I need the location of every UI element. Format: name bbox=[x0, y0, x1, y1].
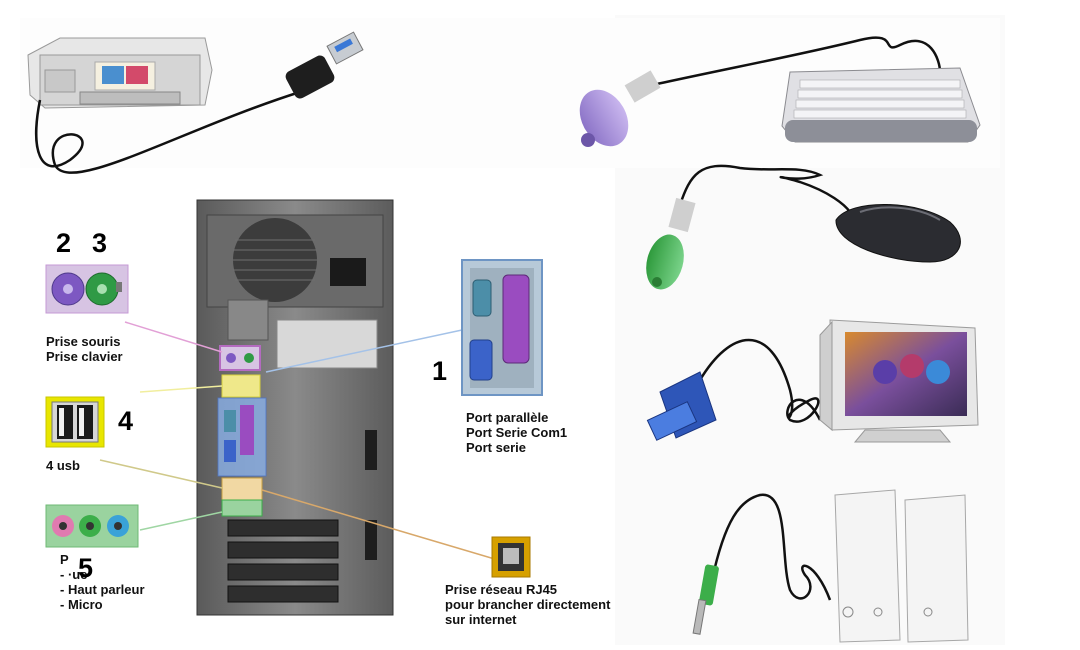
tower-audio-highlight bbox=[221, 499, 263, 517]
rj45-label: Prise réseau RJ45 pour brancher directem… bbox=[445, 582, 610, 627]
printer-cable bbox=[35, 90, 301, 174]
speaker-cable bbox=[710, 493, 832, 601]
audio-number: 5 bbox=[78, 553, 94, 583]
audio-ports-panel bbox=[45, 504, 139, 548]
usb-cable-icon bbox=[285, 31, 364, 99]
rj45-line-2: pour brancher directement bbox=[445, 597, 611, 612]
speakers-icon bbox=[834, 489, 969, 643]
usb-label: 4 usb bbox=[46, 458, 80, 473]
rj45-line-1: Prise réseau RJ45 bbox=[445, 582, 558, 597]
audio-ports-label: P - ·ue - Haut parleur - Micro bbox=[60, 552, 145, 612]
monitor-icon bbox=[819, 319, 979, 443]
mouse-cable bbox=[678, 164, 852, 213]
mouse-port-number: 2 bbox=[56, 228, 72, 258]
tower-ps2-highlight bbox=[219, 345, 261, 371]
callout-leader-lines bbox=[99, 321, 499, 561]
mouse-port-label: Prise souris bbox=[46, 334, 121, 349]
audio-line-2: - ·ue bbox=[60, 567, 88, 582]
audio-line-1: P bbox=[60, 552, 69, 567]
vga-plug-icon bbox=[646, 371, 717, 441]
keyboard-port-label: Prise clavier bbox=[46, 349, 123, 364]
keyboard-cable bbox=[647, 36, 942, 88]
keyboard-port-number: 3 bbox=[92, 228, 108, 258]
audio-line-4: - Micro bbox=[60, 597, 103, 612]
serial-parallel-ports-panel bbox=[461, 259, 543, 396]
serial-port-label: Port serie bbox=[466, 440, 526, 455]
tower-rj45-highlight bbox=[221, 477, 263, 501]
tower-usb-highlight bbox=[221, 374, 261, 398]
ps2-plug-icon bbox=[579, 70, 661, 147]
audio-jack-icon bbox=[692, 564, 719, 635]
parallel-number: 1 bbox=[432, 356, 448, 386]
serial-parallel-label: Port parallèle Port Serie Com1 Port seri… bbox=[466, 410, 567, 455]
computer-tower bbox=[196, 199, 394, 616]
rj45-line-3: sur internet bbox=[445, 612, 517, 627]
rj45-port-panel bbox=[491, 536, 531, 578]
mouse-icon bbox=[835, 204, 961, 263]
printer-icon bbox=[27, 37, 213, 109]
keyboard-icon bbox=[781, 67, 981, 143]
audio-line-3: - Haut parleur bbox=[60, 582, 145, 597]
ps2-plug-icon bbox=[646, 197, 696, 290]
serial-com1-label: Port Serie Com1 bbox=[466, 425, 568, 440]
ps2-ports-panel bbox=[45, 264, 129, 314]
monitor-cable bbox=[698, 338, 822, 423]
usb-number: 4 bbox=[118, 406, 134, 436]
ps2-ports-label: Prise souris Prise clavier bbox=[46, 334, 123, 364]
usb-ports-panel bbox=[45, 396, 105, 448]
parallel-port-label: Port parallèle bbox=[466, 410, 549, 425]
